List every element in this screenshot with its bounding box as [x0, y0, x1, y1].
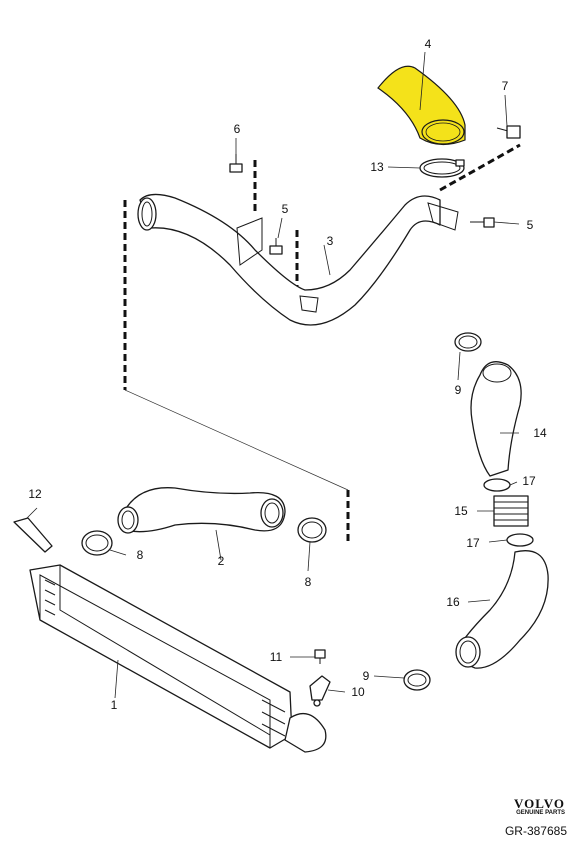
part-16-hose[interactable]	[455, 550, 549, 669]
brand-subtitle: GENUINE PARTS	[516, 810, 565, 816]
part-8-clamp-left[interactable]	[81, 530, 113, 556]
callout-3: 3	[327, 234, 334, 248]
diagram-reference: GR-387685	[504, 824, 567, 838]
callout-15: 15	[454, 504, 468, 518]
part-7-bolt[interactable]	[496, 125, 521, 139]
part-5-bolt-right[interactable]	[470, 217, 495, 228]
callout-16: 16	[446, 595, 460, 609]
callout-12: 12	[28, 487, 42, 501]
brand-name: VOLVO	[514, 796, 565, 811]
part-2-hose[interactable]	[117, 487, 286, 534]
callout-5: 5	[282, 202, 289, 216]
part-1-intercooler[interactable]	[29, 564, 327, 753]
part-17-ring-lower[interactable]	[506, 533, 534, 547]
callout-6: 6	[234, 122, 241, 136]
part-11-bolt[interactable]	[314, 649, 326, 664]
callout-5-right: 5	[527, 218, 534, 232]
callout-9-lower: 9	[363, 669, 370, 683]
callout-7: 7	[502, 79, 509, 93]
assembly-guideline	[124, 389, 349, 491]
callout-9-upper: 9	[455, 383, 462, 397]
callout-11: 11	[270, 650, 283, 664]
assembly-dashline	[439, 143, 521, 192]
part-12-strip[interactable]	[13, 517, 53, 553]
callout-17-upper: 17	[522, 474, 536, 488]
part-6-bolt[interactable]	[229, 154, 243, 173]
part-3-pipe[interactable]	[137, 193, 459, 326]
part-9-clamp-upper[interactable]	[454, 332, 482, 352]
callout-2: 2	[218, 554, 225, 568]
callout-8-right: 8	[305, 575, 312, 589]
part-15-connector[interactable]	[493, 495, 529, 527]
callout-8-left: 8	[137, 548, 144, 562]
part-14-hose[interactable]	[470, 361, 522, 477]
callout-1: 1	[111, 698, 118, 712]
part-13-clamp[interactable]	[419, 158, 465, 178]
callout-14: 14	[533, 426, 547, 440]
part-5-bolt[interactable]	[269, 238, 283, 255]
part-17-ring-upper[interactable]	[483, 478, 511, 492]
brand-logo: VOLVO GENUINE PARTS	[514, 796, 565, 816]
callout-17-lower: 17	[466, 536, 480, 550]
part-9-clamp-lower[interactable]	[403, 669, 431, 691]
callout-4: 4	[425, 37, 432, 51]
part-4-hose[interactable]	[377, 65, 466, 146]
callout-13: 13	[370, 160, 384, 174]
callout-10: 10	[351, 685, 365, 699]
part-10-sensor[interactable]	[309, 675, 331, 707]
part-8-clamp-right[interactable]	[297, 517, 327, 543]
